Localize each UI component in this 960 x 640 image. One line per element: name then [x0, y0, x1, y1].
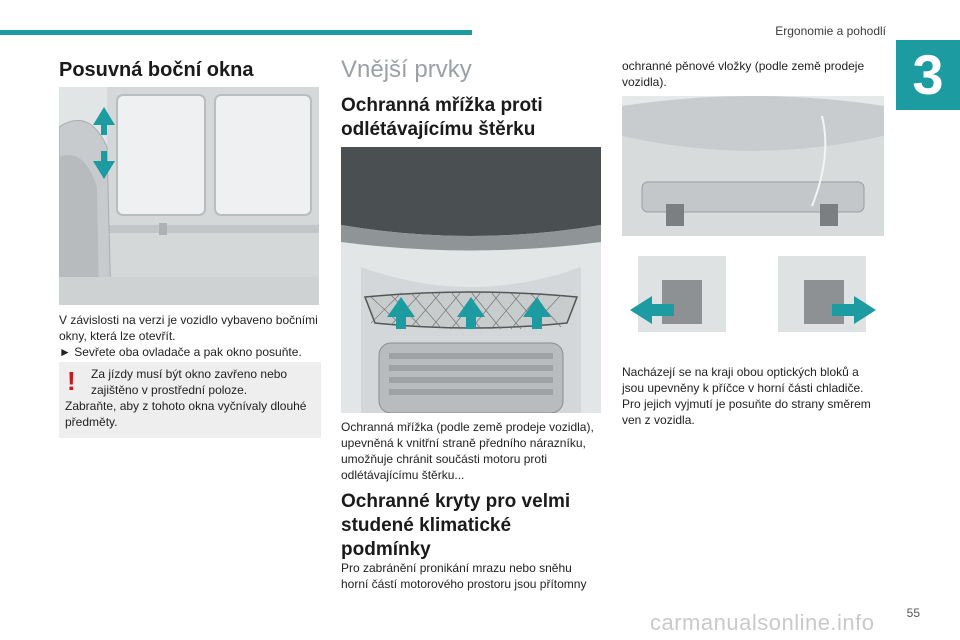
cold-covers-subtitle: Ochranné kryty pro velmi studené klimati…	[341, 491, 571, 560]
warning-text-1: Za jízdy musí být okno zavřeno nebo zaji…	[91, 367, 288, 397]
left-paragraph: V závislosti na verzi je vozidlo vybaven…	[59, 313, 318, 343]
warning-text-2: Zabraňte, aby z tohoto okna vyčnívaly dl…	[65, 399, 307, 429]
section-title: Ergonomie a pohodlí	[775, 24, 886, 38]
chapter-number-tab: 3	[896, 40, 960, 110]
warning-box: ! Za jízdy musí být okno zavřeno nebo za…	[59, 362, 321, 438]
foam-insert-overview-illustration	[622, 96, 884, 236]
watermark: carmanualsonline.info	[650, 610, 875, 635]
right-paragraph-top: ochranné pěnové vložky (podle země prode…	[622, 59, 865, 89]
grille-paragraph: Ochranná mřížka (podle země prodeje vozi…	[341, 420, 594, 482]
foam-insert-removal-illustration	[622, 252, 884, 332]
left-title: Posuvná boční okna	[59, 59, 254, 81]
exclamation-icon: !	[67, 366, 76, 396]
cold-covers-paragraph: Pro zabránění pronikání mrazu nebo sněhu…	[341, 561, 587, 591]
right-paragraph-bottom: Nacházejí se na kraji obou optických blo…	[622, 365, 871, 427]
page-number: 55	[906, 606, 920, 620]
middle-title: Vnější prvky	[341, 56, 472, 83]
left-bullet: ► Sevřete oba ovladače a pak okno posuňt…	[59, 345, 302, 359]
grille-illustration	[341, 147, 601, 413]
sliding-window-illustration	[59, 87, 319, 305]
header-accent-bar	[0, 30, 472, 35]
grille-subtitle: Ochranná mřížka proti odlétávajícímu ště…	[341, 95, 543, 140]
